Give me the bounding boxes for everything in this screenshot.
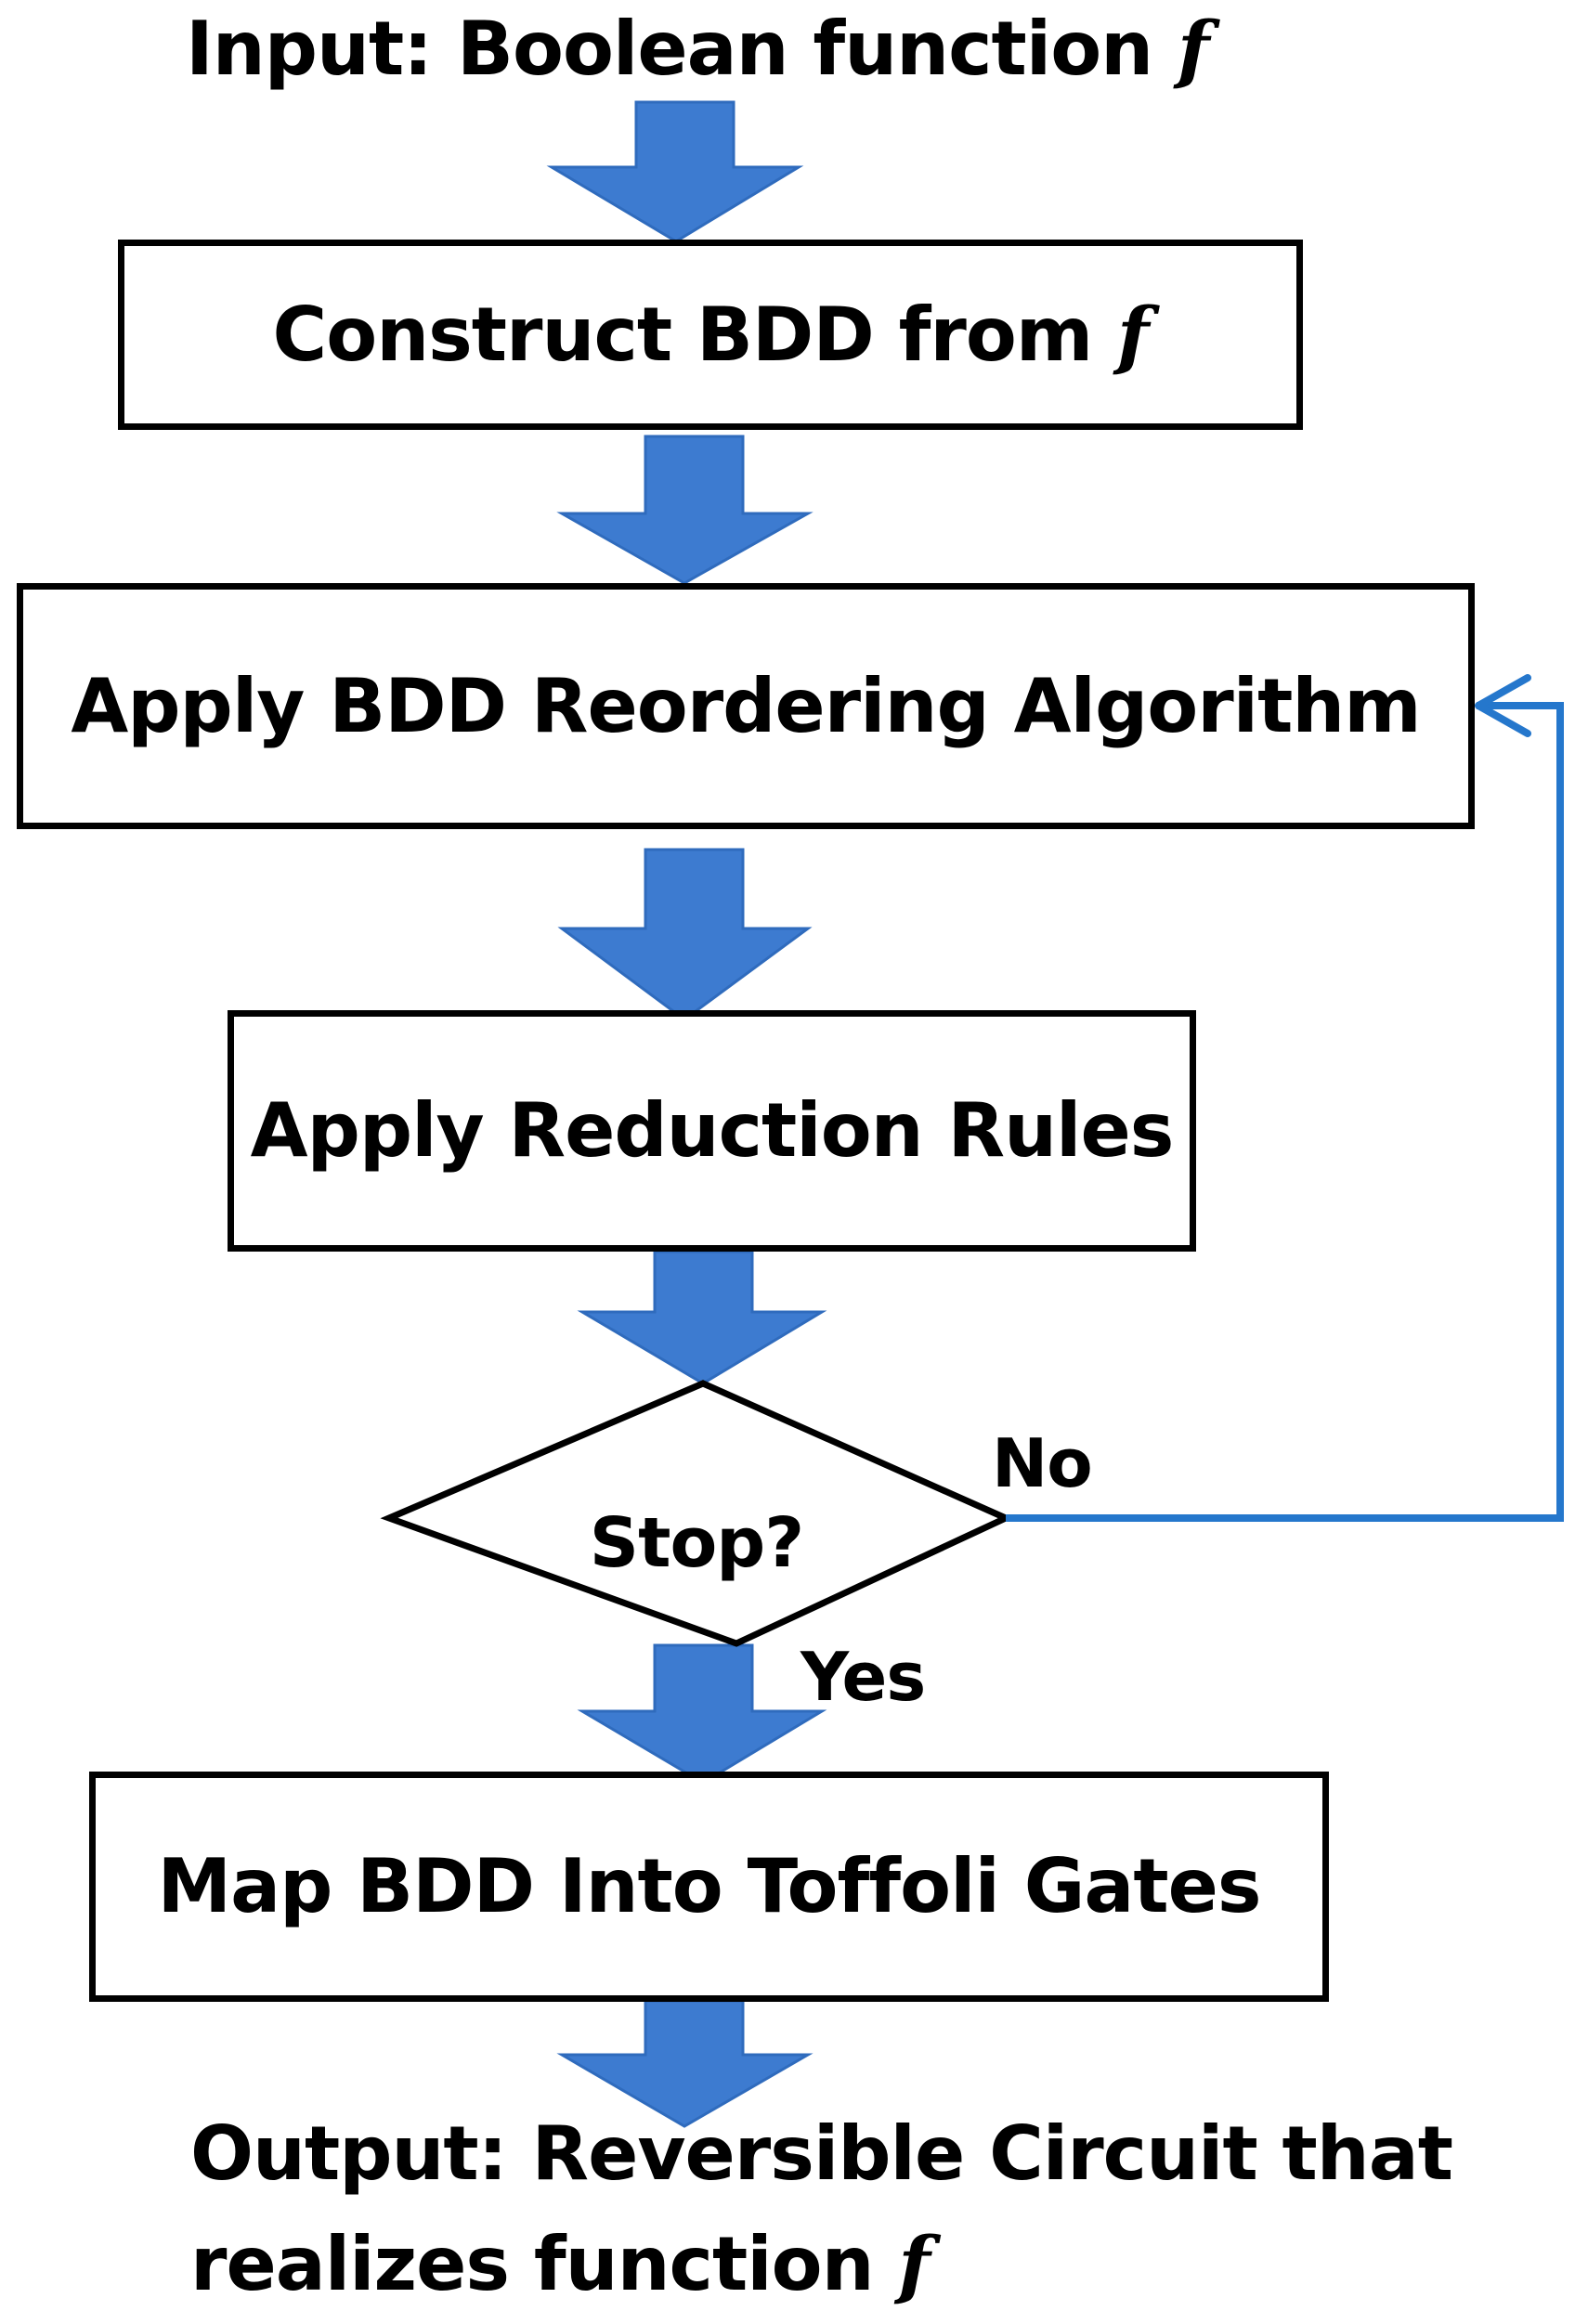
step-construct-label: Construct BDD from f <box>273 297 1150 372</box>
arrow-reduce-to-decision <box>577 1250 827 1385</box>
input-prefix: Input: <box>186 6 433 92</box>
output-var: f <box>898 2220 930 2307</box>
decision-diamond <box>380 1380 1014 1647</box>
step-reorder-box: Apply BDD Reordering Algorithm <box>17 583 1475 829</box>
step-reduce-label: Apply Reduction Rules <box>250 1087 1175 1174</box>
decision-label: Stop? <box>589 1503 804 1583</box>
step-map-box: Map BDD Into Toffoli Gates <box>89 1772 1329 2002</box>
arrow-construct-to-reorder <box>556 435 814 585</box>
input-text: Boolean function <box>457 6 1153 92</box>
output-line2: realizes function f <box>190 2227 931 2302</box>
input-label: Input: Boolean function f <box>186 11 1209 86</box>
loop-back-line <box>1006 702 1564 1522</box>
output-line1: Output: Reversible Circuit that <box>190 2117 1453 2191</box>
decision-no-label: No <box>992 1424 1093 1502</box>
output-line2-text: realizes function <box>190 2221 875 2307</box>
step-reorder-label: Apply BDD Reordering Algorithm <box>71 662 1421 749</box>
step-construct-text: Construct BDD from <box>272 292 1094 378</box>
step-reduce-box: Apply Reduction Rules <box>228 1010 1196 1252</box>
step-map-label: Map BDD Into Toffoli Gates <box>157 1843 1261 1929</box>
output-line1-text: Reversible Circuit that <box>531 2110 1453 2197</box>
arrow-map-to-output <box>556 1999 814 2128</box>
arrow-input-to-construct <box>546 100 804 243</box>
arrow-reorder-to-reduce <box>557 848 813 1021</box>
output-prefix: Output: <box>190 2110 508 2197</box>
input-var: f <box>1177 5 1209 92</box>
loop-back-arrowhead <box>1475 674 1531 737</box>
decision-yes-label: Yes <box>801 1638 926 1716</box>
arrow-decision-yes-to-map <box>577 1643 827 1785</box>
step-construct-box: Construct BDD from f <box>118 240 1303 430</box>
step-construct-var: f <box>1117 291 1149 378</box>
